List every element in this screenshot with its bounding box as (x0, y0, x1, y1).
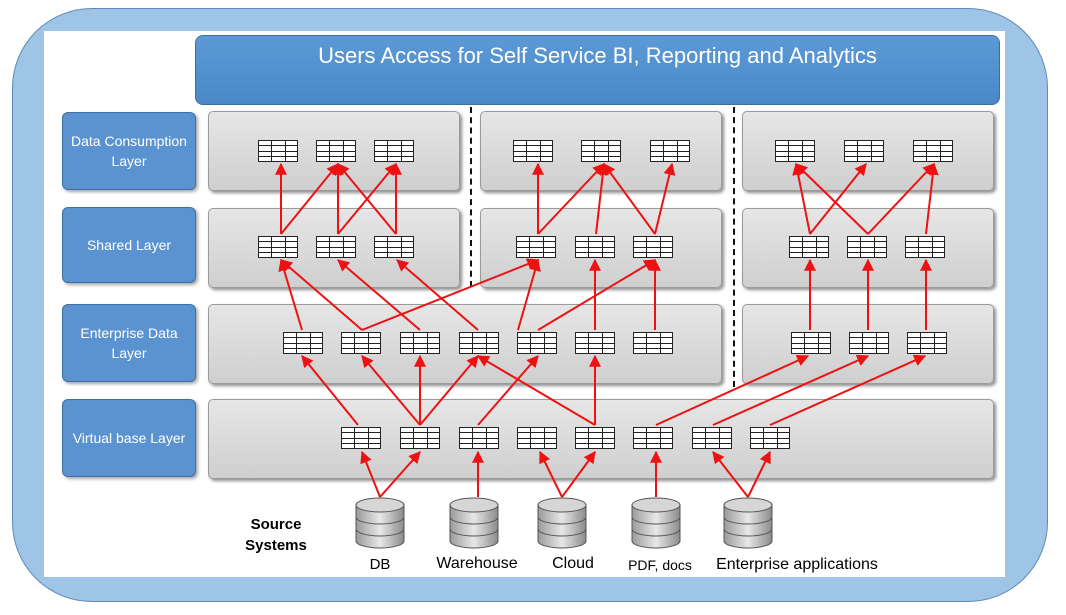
table-icon (374, 140, 414, 162)
arrow (361, 355, 421, 426)
arrow (747, 450, 771, 498)
layer-label-virtual: Virtual base Layer (62, 399, 196, 477)
layer-label-text: Data Consumption Layer (71, 133, 187, 169)
database-icon (631, 497, 681, 549)
table-icon (849, 332, 889, 354)
table-icon (581, 140, 621, 162)
table-icon (775, 140, 815, 162)
arrow (361, 258, 540, 331)
table-icon (633, 427, 673, 449)
arrow (280, 163, 339, 235)
arrow (379, 451, 421, 498)
table-icon (633, 332, 673, 354)
table-icon (516, 236, 556, 258)
table-icon (283, 332, 323, 354)
table-icon (791, 332, 831, 354)
table-icon (400, 427, 440, 449)
layer-label-text: Shared Layer (86, 237, 172, 253)
table-icon (258, 140, 298, 162)
table-icon (374, 236, 414, 258)
divider-right (733, 107, 735, 387)
table-icon (575, 427, 615, 449)
layer-label-text: Enterprise Data Layer (80, 325, 178, 361)
database-icon (537, 497, 587, 549)
arrow (595, 162, 609, 235)
banner-title: Users Access for Self Service BI, Report… (318, 43, 877, 68)
arrow (769, 354, 927, 426)
arrow (537, 163, 605, 235)
table-icon (316, 236, 356, 258)
arrow (396, 259, 479, 331)
arrow (301, 355, 359, 426)
source-systems-label: Source Systems (245, 516, 307, 554)
table-icon (575, 332, 615, 354)
table-icon (844, 140, 884, 162)
source-label-pdf: PDF, docs (628, 557, 692, 573)
table-icon (517, 427, 557, 449)
table-icon (633, 236, 673, 258)
layer-label-consumption: Data Consumption Layer (62, 112, 196, 190)
arrow (517, 258, 541, 331)
table-icon (789, 236, 829, 258)
table-icon (750, 427, 790, 449)
arrow (867, 163, 935, 235)
arrow (360, 450, 381, 498)
arrow (925, 162, 939, 235)
arrow (655, 355, 810, 426)
arrow (278, 258, 303, 331)
arrow (712, 354, 870, 426)
source-label-db: DB (369, 556, 391, 573)
source-label-enterprise-apps: Enterprise applications (716, 556, 878, 573)
table-icon (907, 332, 947, 354)
arrow (419, 355, 479, 426)
layer-label-enterprise: Enterprise Data Layer (62, 304, 196, 382)
arrow (539, 450, 563, 498)
users-access-banner: Users Access for Self Service BI, Report… (195, 35, 1000, 105)
arrow (337, 163, 397, 235)
table-icon (913, 140, 953, 162)
arrow (337, 259, 421, 331)
table-icon (575, 236, 615, 258)
arrow (561, 451, 596, 498)
arrow (537, 259, 657, 331)
table-icon (513, 140, 553, 162)
arrow (809, 163, 867, 235)
table-icon (692, 427, 732, 449)
arrow (654, 162, 676, 235)
database-icon (449, 497, 499, 549)
table-icon (400, 332, 440, 354)
arrow (477, 355, 539, 426)
table-icon (258, 236, 298, 258)
table-icon (905, 236, 945, 258)
table-icon (459, 332, 499, 354)
source-label-warehouse: Warehouse (436, 555, 518, 572)
arrow (476, 355, 596, 426)
table-icon (341, 427, 381, 449)
arrow (280, 259, 363, 331)
source-label-cloud: Cloud (552, 555, 594, 572)
table-icon (650, 140, 690, 162)
table-icon (316, 140, 356, 162)
divider-left (470, 107, 472, 287)
table-icon (517, 332, 557, 354)
table-icon (341, 332, 381, 354)
table-icon (459, 427, 499, 449)
database-icon (723, 497, 773, 549)
arrow (603, 163, 656, 235)
arrow (795, 163, 869, 235)
layer-label-text: Virtual base Layer (72, 430, 186, 446)
layer-label-shared: Shared Layer (62, 207, 196, 283)
database-icon (355, 497, 405, 549)
arrow (712, 451, 749, 498)
table-icon (847, 236, 887, 258)
